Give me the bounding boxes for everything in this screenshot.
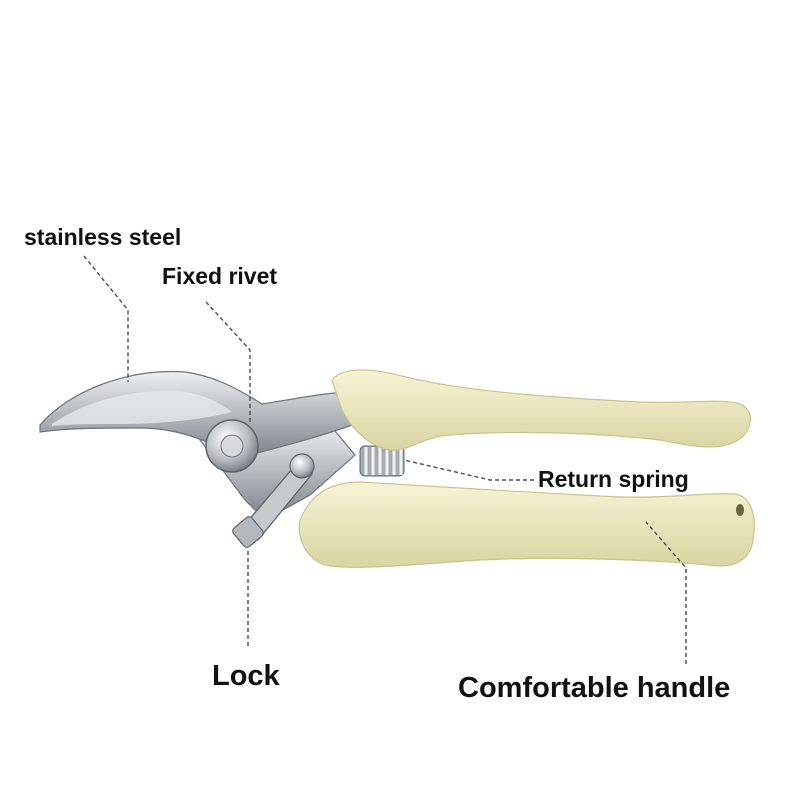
label-return-spring: Return spring (538, 466, 689, 492)
leader-stainless-steel (83, 255, 129, 382)
leader-comfortable-handle (645, 521, 687, 664)
upper-handle (331, 369, 751, 451)
lock-knob (289, 453, 315, 479)
lower-handle (298, 481, 755, 568)
label-fixed-rivet: Fixed rivet (162, 263, 278, 289)
label-stainless-steel: stainless steel (24, 224, 182, 250)
fixed-rivet-center (220, 434, 244, 458)
leader-fixed-rivet (205, 301, 251, 424)
handle-hole (736, 504, 744, 516)
label-lock: Lock (212, 660, 280, 692)
blade-bevel (52, 391, 232, 426)
label-comfortable-handle: Comfortable handle (458, 672, 731, 704)
lock-end-cap (232, 516, 264, 548)
leader-return-spring (403, 459, 534, 481)
